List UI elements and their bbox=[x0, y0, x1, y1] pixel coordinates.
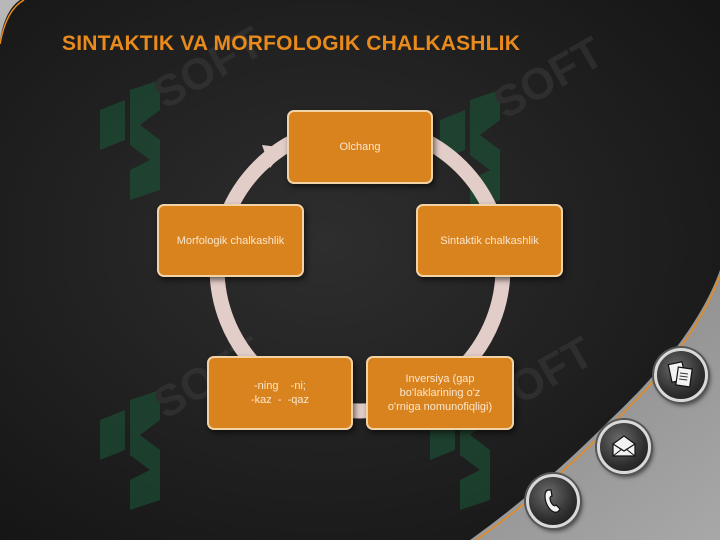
cycle-node-text: -ning -ni; -kaz - -qaz bbox=[251, 379, 309, 407]
node-line: Morfologik chalkashlik bbox=[176, 234, 285, 247]
cycle-node-inversiya[interactable]: Inversiya (gap bo'laklarining o'z o'rnig… bbox=[366, 356, 514, 430]
cycle-node-text: Morfologik chalkashlik bbox=[177, 234, 285, 248]
cycle-node-text: Sintaktik chalkashlik bbox=[440, 234, 538, 248]
orange-edge-line-left bbox=[0, 0, 25, 45]
envelope-icon bbox=[612, 435, 636, 457]
node-line: -ning -ni; bbox=[254, 380, 306, 392]
node-line: o'rniga nomunofiqligi) bbox=[387, 401, 493, 413]
slide-title: SINTAKTIK VA MORFOLOGIK CHALKASHLIK bbox=[62, 32, 521, 55]
phone-button[interactable] bbox=[526, 474, 580, 528]
node-line: -kaz - -qaz bbox=[250, 394, 310, 406]
documents-icon bbox=[667, 361, 693, 388]
documents-button[interactable] bbox=[654, 348, 708, 402]
node-line: Olchang bbox=[339, 141, 381, 153]
cycle-node-olchang[interactable]: Olchang bbox=[287, 110, 433, 184]
cycle-arrow-icon bbox=[262, 145, 286, 168]
cycle-node-text: Inversiya (gap bo'laklarining o'z o'rnig… bbox=[388, 372, 492, 414]
phone-icon bbox=[544, 489, 561, 513]
cycle-node-ning[interactable]: -ning -ni; -kaz - -qaz bbox=[207, 356, 353, 430]
cycle-node-text: Olchang bbox=[340, 140, 381, 154]
mail-button[interactable] bbox=[597, 420, 651, 474]
node-line: Inversiya (gap bbox=[405, 373, 475, 385]
node-line: bo'laklarining o'z bbox=[399, 387, 481, 399]
node-line: Sintaktik chalkashlik bbox=[440, 234, 539, 247]
cycle-node-morfologik[interactable]: Morfologik chalkashlik bbox=[157, 204, 304, 277]
cycle-node-sintaktik[interactable]: Sintaktik chalkashlik bbox=[416, 204, 563, 277]
